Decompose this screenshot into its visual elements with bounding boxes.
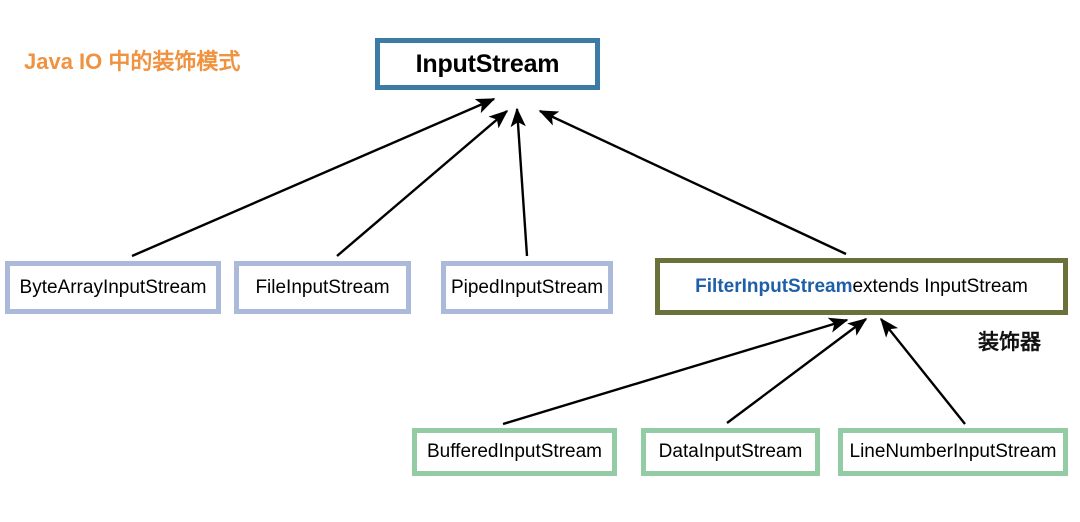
node-bytearrayinputstream[interactable]: ByteArrayInputStream bbox=[5, 261, 221, 314]
node-bufferedinputstream[interactable]: BufferedInputStream bbox=[412, 428, 617, 476]
node-filterinputstream-extends: extends InputStream bbox=[852, 275, 1028, 297]
arrow-filter-to-inputstream bbox=[538, 109, 847, 256]
arrow-buffered-to-filter bbox=[502, 317, 849, 426]
page-title: Java IO 中的装饰模式 bbox=[24, 49, 241, 74]
node-filterinputstream-keyword: FilterInputStream bbox=[695, 275, 853, 297]
arrow-file-to-inputstream bbox=[336, 110, 509, 257]
node-inputstream[interactable]: InputStream bbox=[375, 38, 600, 90]
node-filterinputstream[interactable]: FilterInputStream extends InputStream bbox=[655, 258, 1068, 315]
node-pipedinputstream[interactable]: PipedInputStream bbox=[441, 261, 613, 314]
node-linenumberinputstream[interactable]: LineNumberInputStream bbox=[838, 428, 1068, 476]
decorator-annotation-label: 装饰器 bbox=[978, 331, 1041, 354]
arrow-piped-to-inputstream bbox=[510, 107, 529, 257]
arrow-bytearray-to-inputstream bbox=[131, 97, 496, 258]
arrow-linenumber-to-filter bbox=[880, 317, 966, 425]
node-fileinputstream[interactable]: FileInputStream bbox=[234, 261, 411, 314]
node-datainputstream[interactable]: DataInputStream bbox=[641, 428, 820, 476]
arrow-data-to-filter bbox=[726, 318, 868, 424]
